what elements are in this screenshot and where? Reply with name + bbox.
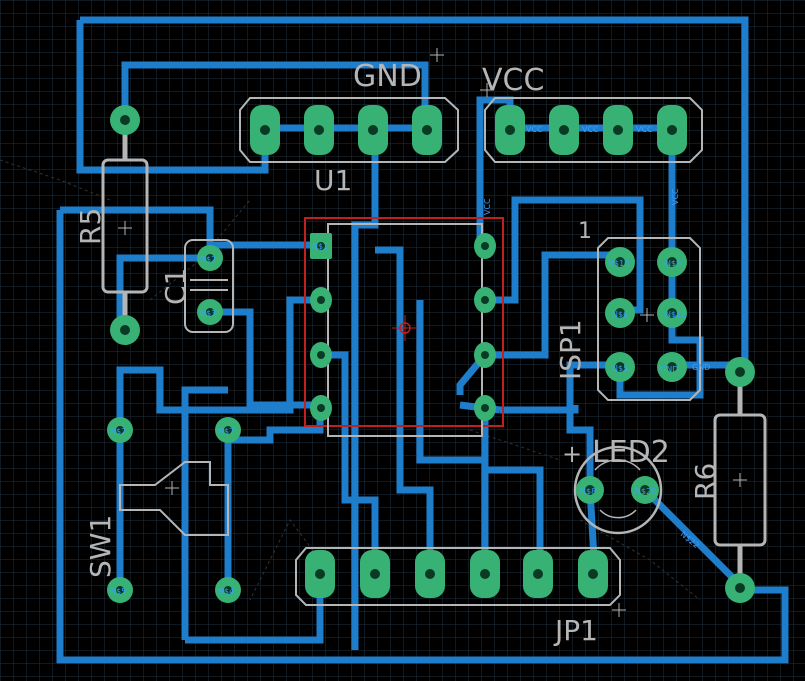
trace-u1-l3 [320,351,379,575]
u1-ic-outline [304,217,504,437]
label-r5: R5 [74,208,107,245]
trace-u1-r3b [456,352,488,395]
svg-text:GND: GND [692,363,710,372]
trace-c1-gnd [210,308,320,409]
pads[interactable] [107,105,755,603]
svg-text:N$4: N$4 [218,587,234,596]
origin-markers [118,48,747,617]
trace-u1-r2 [485,196,644,314]
c1-capacitor[interactable] [184,239,234,333]
trace-u1-r4 [481,405,544,575]
trace-left-long [56,210,789,664]
airwires [0,159,701,601]
trace-mid-jp2 [416,300,489,575]
svg-text:N$5: N$5 [612,364,628,373]
drill-holes [116,115,745,594]
label-r6: R6 [689,463,722,500]
silkscreen-labels: GND VCC U1 R5 C1 ISP1 1 LED2 + R6 SW1 JP… [74,59,722,647]
svg-text:N$1: N$1 [312,242,328,251]
trace-u1-l4 [228,405,324,444]
trace-u1-l2 [116,296,320,430]
svg-text:N$5: N$5 [110,587,126,596]
label-led2: LED2 [592,435,670,470]
svg-text:N$11: N$11 [665,310,686,319]
label-sw1: SW1 [84,515,117,578]
svg-text:N$7: N$7 [218,427,234,436]
svg-text:VCC: VCC [483,198,492,215]
trace-top-loop [80,16,749,375]
label-led-plus: + [562,440,582,468]
label-gnd: GND [353,59,422,94]
svg-text:VCC: VCC [671,188,680,205]
svg-text:GND: GND [660,365,678,374]
label-isp1: ISP1 [554,319,587,380]
svg-text:N$20: N$20 [635,487,656,496]
header-vcc[interactable] [484,97,703,163]
header-gnd[interactable] [239,97,459,163]
label-u1: U1 [314,164,352,197]
trace-isp-led [566,361,620,490]
svg-text:N$2: N$2 [200,255,216,264]
trace-r5-top [121,61,429,128]
svg-text:N$8: N$8 [580,487,596,496]
trace-isp-mid [500,405,579,414]
svg-text:N$3: N$3 [200,309,216,318]
svg-text:VCC: VCC [636,125,653,134]
header-jp1[interactable] [295,547,621,606]
label-c1: C1 [159,268,192,305]
sw1-outline[interactable] [119,461,229,536]
trace-c1-left [116,254,210,330]
net-labels: VCC VCC VCC VCC VCC GND GND N$1 N$2 N$3 … [110,125,710,596]
trace-left-frame [60,206,214,258]
svg-text:N$6: N$6 [612,310,628,319]
trace-led-r6 [642,487,743,588]
label-vcc: VCC [482,63,544,98]
trace-bottom-left2 [181,386,228,640]
svg-text:VCC: VCC [582,125,599,134]
svg-text:N$9: N$9 [665,259,681,268]
trace-mid-jp [375,246,434,575]
label-isp-pin1: 1 [578,219,592,244]
svg-text:N$10: N$10 [608,259,629,268]
svg-text:VCC: VCC [526,125,543,134]
label-jp1: JP1 [553,614,598,647]
led2-outline[interactable] [573,445,663,535]
isp1-outline[interactable] [597,237,701,401]
svg-text:N$2: N$2 [110,427,126,436]
